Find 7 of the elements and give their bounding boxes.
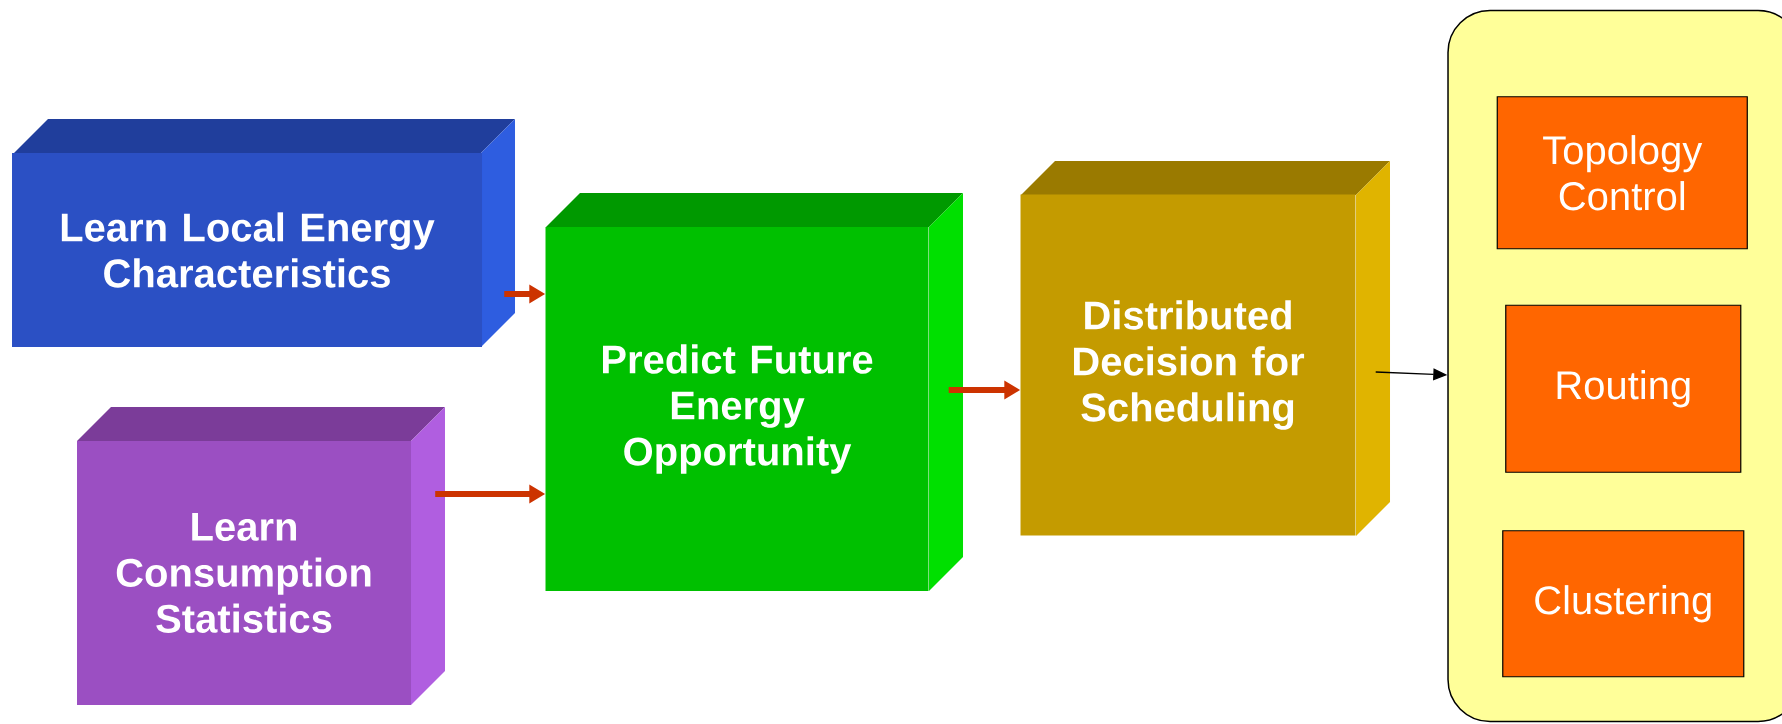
process-box: Topology Control [1496, 96, 1748, 250]
block: Predict Future Energy Opportunity [545, 193, 963, 591]
block: Distributed Decision for Scheduling [1020, 161, 1390, 536]
block: Learn Consumption Statistics [77, 407, 445, 705]
process-box: Clustering [1502, 530, 1745, 678]
process-box: Routing [1505, 304, 1742, 473]
block: Learn Local Energy Characteristics [12, 119, 515, 347]
